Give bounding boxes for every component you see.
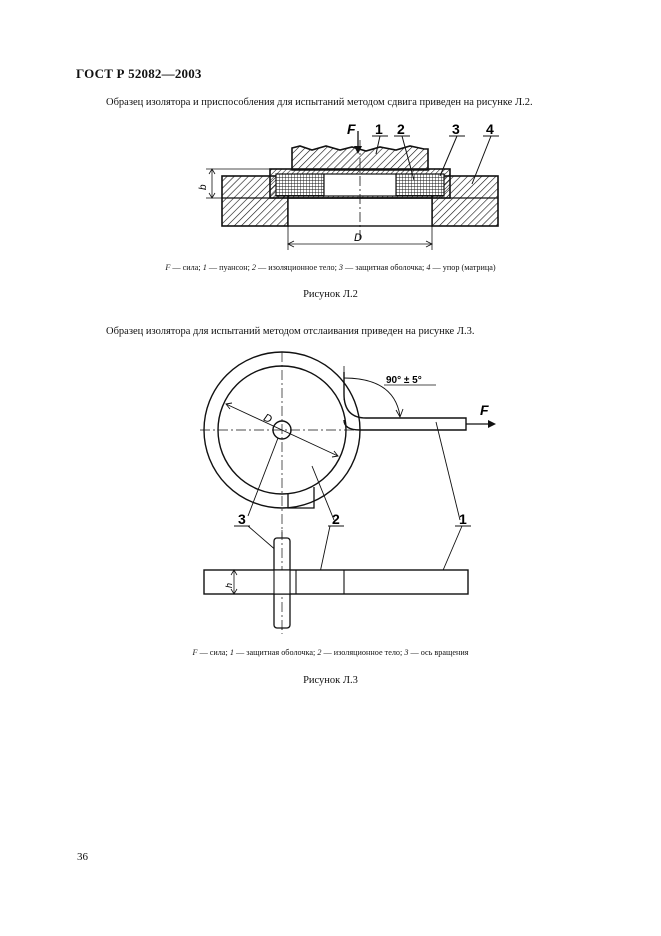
figure-l3-angle-label: 90° ± 5° — [386, 375, 422, 386]
figure-l2-caption: F — сила; 1 — пуансон; 2 — изоляционное … — [165, 263, 496, 272]
figure-l3-dim-h: h — [224, 583, 234, 588]
figure-l3-drawing: 90° ± 5° F D 3 2 1 h — [200, 351, 496, 634]
figure-l3-label-1: 1 — [459, 511, 467, 527]
figure-l3-title: Рисунок Л.3 — [303, 675, 358, 686]
peeling-strip — [343, 372, 467, 431]
figure-l2-label-3: 3 — [452, 121, 460, 137]
figure-l2-dim-D: D — [354, 232, 362, 244]
figure-l2-label-1: 1 — [375, 121, 383, 137]
figure-l2-label-4: 4 — [486, 121, 494, 137]
figure-l2-drawing: F 1 2 3 4 b D — [198, 121, 499, 250]
page-number: 36 — [77, 851, 88, 863]
side-view-strip — [203, 569, 469, 595]
insulating-body-right — [395, 173, 445, 197]
paragraph-peel-test: Образец изолятора для испытаний методом … — [106, 326, 475, 337]
insulating-body-left — [275, 173, 325, 197]
document-header: ГОСТ Р 52082—2003 — [76, 66, 202, 81]
paragraph-shear-test: Образец изолятора и приспособления для и… — [106, 97, 533, 108]
figure-l3-dim-D: D — [261, 412, 273, 426]
figure-l3-caption: F — сила; 1 — защитная оболочка; 2 — изо… — [192, 648, 469, 657]
figure-l2-label-force: F — [347, 121, 356, 137]
figure-l2-dim-b: b — [198, 184, 209, 190]
figure-l3-label-2: 2 — [332, 511, 340, 527]
figure-l3-label-force: F — [480, 402, 489, 418]
figure-l2-title: Рисунок Л.2 — [303, 289, 358, 300]
figure-l2-label-2: 2 — [397, 121, 405, 137]
figure-l3-label-3: 3 — [238, 511, 246, 527]
